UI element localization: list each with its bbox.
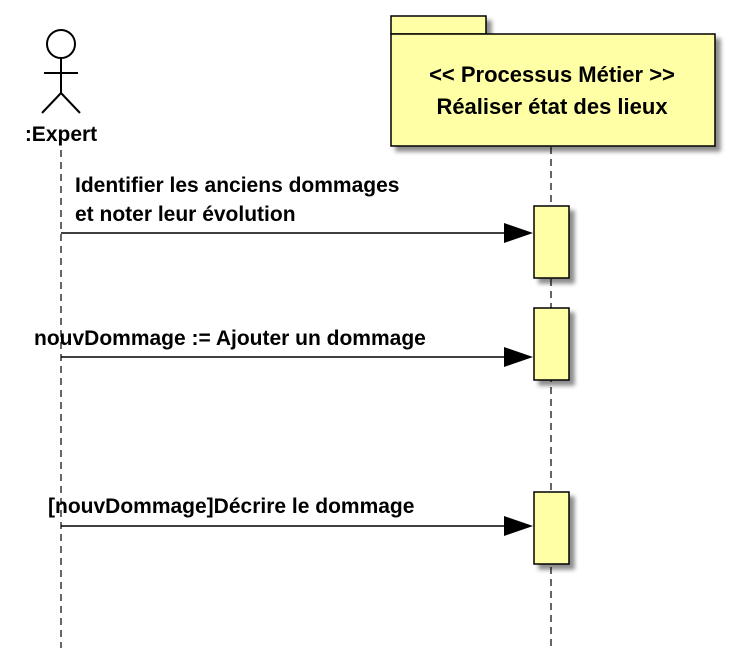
message-1: Identifier les anciens dommages et noter…: [61, 174, 533, 243]
activation-bar-1: [533, 205, 570, 279]
actor-expert: :Expert: [25, 29, 97, 146]
message-1-label-line2: et noter leur évolution: [75, 203, 296, 226]
message-1-arrowhead: [504, 223, 533, 243]
package-body: [390, 33, 716, 147]
actor-label: :Expert: [25, 123, 97, 146]
message-3-arrowhead: [504, 516, 533, 536]
actor-head: [46, 29, 76, 59]
actor-left-leg: [41, 92, 62, 114]
box-name-label: Réaliser état des lieux: [436, 94, 668, 119]
message-3-label: [nouvDommage]Décrire le dommage: [48, 495, 414, 518]
activation-bar-2: [533, 307, 570, 381]
message-2-label: nouvDommage := Ajouter un dommage: [34, 327, 426, 350]
process-lifeline-box: [390, 15, 716, 147]
message-2: nouvDommage := Ajouter un dommage: [34, 327, 533, 367]
package-tab: [390, 15, 487, 35]
message-1-label-line1: Identifier les anciens dommages: [75, 174, 399, 197]
message-2-arrowhead: [504, 347, 533, 367]
activation-bar-3: [533, 491, 570, 565]
message-3: [nouvDommage]Décrire le dommage: [48, 495, 533, 536]
box-stereotype-label: << Processus Métier >>: [429, 62, 675, 87]
actor-right-leg: [60, 92, 81, 114]
